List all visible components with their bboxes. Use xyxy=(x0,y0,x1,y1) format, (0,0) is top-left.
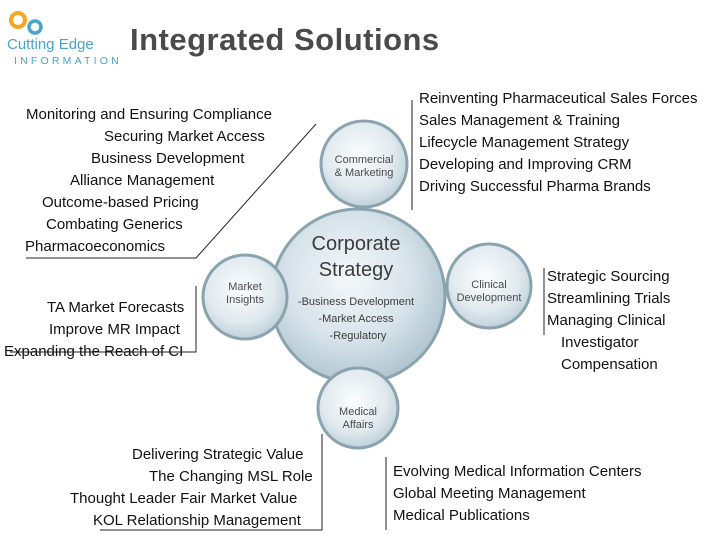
node-market xyxy=(201,253,289,341)
clinical-label-2: Development xyxy=(457,292,522,304)
logo-line1: Cutting Edge xyxy=(7,36,94,53)
commercial-label-1: Commercial xyxy=(335,154,394,166)
list-item: Medical Publications xyxy=(393,507,530,524)
logo-line2: INFORMATION xyxy=(14,55,122,67)
commercial-label-2: & Marketing xyxy=(335,167,394,179)
list-item: Outcome-based Pricing xyxy=(42,194,199,211)
page-title: Integrated Solutions xyxy=(130,22,440,57)
center-item-3: -Regulatory xyxy=(330,330,387,342)
node-commercial xyxy=(319,119,409,209)
list-item: Evolving Medical Information Centers xyxy=(393,463,642,480)
list-item: Improve MR Impact xyxy=(49,321,180,338)
list-item: Delivering Strategic Value xyxy=(132,446,304,463)
center-item-2: -Market Access xyxy=(318,313,394,325)
list-item: Developing and Improving CRM xyxy=(419,156,632,173)
list-item: Compensation xyxy=(561,356,658,373)
center-item-1: -Business Development xyxy=(298,296,414,308)
market-label-1: Market xyxy=(228,281,262,293)
list-item: Strategic Sourcing xyxy=(547,268,670,285)
list-item: Driving Successful Pharma Brands xyxy=(419,178,651,195)
list-item: Streamlining Trials xyxy=(547,290,671,307)
list-item: Combating Generics xyxy=(46,216,183,233)
center-title-2: Strategy xyxy=(319,259,393,281)
market-label-2: Insights xyxy=(226,294,264,306)
medical-label-1: Medical xyxy=(339,406,377,418)
clinical-label-1: Clinical xyxy=(471,279,506,291)
node-clinical xyxy=(445,242,533,330)
connector-lines xyxy=(10,100,545,531)
list-item: Business Development xyxy=(91,150,245,167)
logo-mark-icon xyxy=(9,11,43,35)
connector-left xyxy=(10,286,197,353)
connector-bottom-left xyxy=(100,434,323,531)
list-item: The Changing MSL Role xyxy=(149,468,313,485)
node-medical xyxy=(316,366,400,450)
list-item: Pharmacoeconomics xyxy=(25,238,166,255)
list-item: TA Market Forecasts xyxy=(47,299,185,316)
list-item: Lifecycle Management Strategy xyxy=(419,134,630,151)
list-item: KOL Relationship Management xyxy=(93,512,301,529)
connector-top-left xyxy=(26,123,317,259)
list-item: Investigator xyxy=(561,334,639,351)
list-item: Securing Market Access xyxy=(104,128,265,145)
logo xyxy=(6,6,121,70)
list-item: Monitoring and Ensuring Compliance xyxy=(26,106,272,123)
list-item: Sales Management & Training xyxy=(419,112,620,129)
center-title-1: Corporate xyxy=(312,233,401,255)
list-item: Expanding the Reach of CI xyxy=(4,343,184,360)
list-item: Managing Clinical xyxy=(547,312,666,329)
list-item: Thought Leader Fair Market Value xyxy=(70,490,298,507)
list-item: Reinventing Pharmaceutical Sales Forces xyxy=(419,90,698,107)
list-item: Global Meeting Management xyxy=(393,485,586,502)
medical-label-2: Affairs xyxy=(343,419,374,431)
list-item: Alliance Management xyxy=(70,172,215,189)
